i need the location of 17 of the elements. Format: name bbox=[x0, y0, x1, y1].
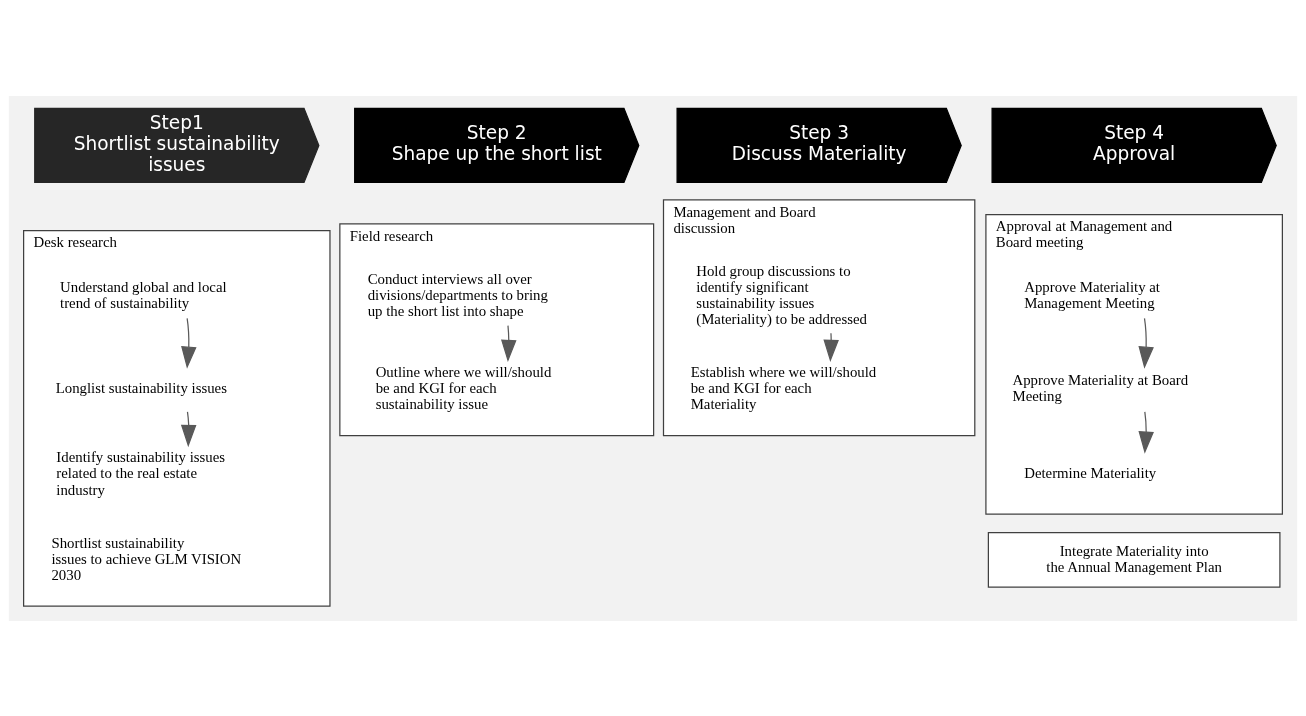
node-text: Understand global and local trend of sustainability bbox=[60, 278, 227, 311]
node-text: Longlist sustainability issues bbox=[55, 379, 227, 396]
node-text: Outline where we will/should be and KGI for each sustainability issue bbox=[375, 363, 552, 412]
node-text: Approve Materiality at Management Meeting bbox=[1024, 278, 1160, 311]
node-box: Integrate Materiality into the Annual Management Plan bbox=[987, 531, 1281, 588]
node-text: Hold group discussions to identify significant sustainability issues (Materiality) to be addressed bbox=[696, 262, 867, 327]
node-text: Approve Materiality at Board Meeting bbox=[1012, 371, 1189, 404]
node-text: Identify sustainability issues related to the real estate industry bbox=[56, 448, 226, 498]
arrow bbox=[181, 317, 197, 369]
arrow bbox=[1138, 317, 1154, 369]
node-text: Conduct interviews all over divisions/departments to bring up the short list into shape bbox=[367, 270, 548, 319]
arrow bbox=[1138, 410, 1154, 454]
node-text: Shortlist sustainability issues to achieve GLM VISION 2030 bbox=[51, 534, 242, 583]
node-text: Determine Materiality bbox=[1024, 464, 1157, 481]
arrow bbox=[823, 332, 839, 362]
node-text: Establish where we will/should be and KGI for each Materiality bbox=[690, 363, 877, 412]
arrow bbox=[180, 410, 197, 447]
